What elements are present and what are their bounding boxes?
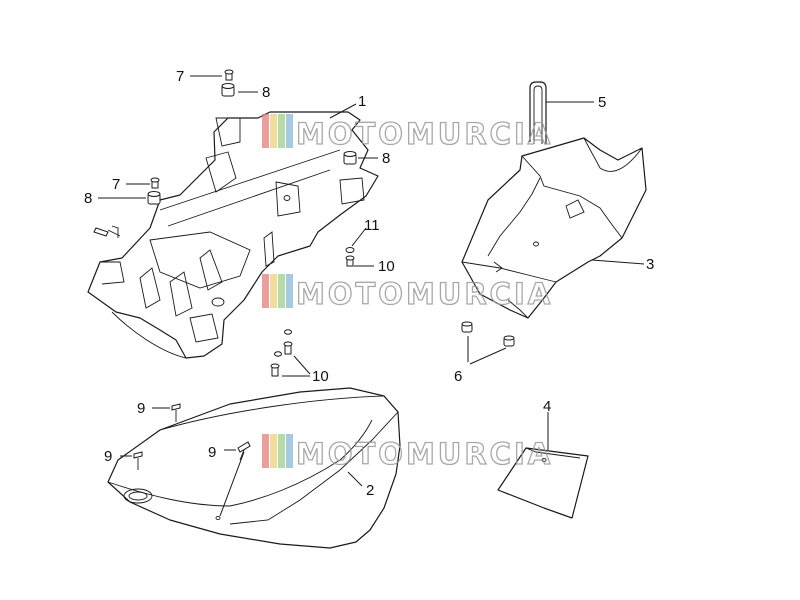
watermark-text: MOTOMURCIA [296, 117, 553, 151]
grommet-8-left[interactable] [147, 191, 161, 205]
screw-9-upper[interactable] [171, 403, 181, 422]
callout-7-upper: 7 [176, 68, 184, 85]
nut-10-bottom[interactable] [274, 351, 282, 357]
grommet-8-right[interactable] [343, 151, 357, 165]
nut-11[interactable] [345, 247, 355, 253]
callout-3: 3 [646, 256, 654, 273]
watermark-top: MOTOMURCIA [262, 114, 553, 152]
rear-tray-part-3[interactable] [461, 137, 647, 319]
screw-10-right[interactable] [345, 255, 355, 267]
hardware-group [93, 69, 515, 470]
watermark-middle: MOTOMURCIA [262, 274, 553, 312]
leader-lines [98, 75, 645, 517]
callout-8-left: 8 [84, 190, 92, 207]
callout-6: 6 [454, 368, 462, 385]
callout-8-right: 8 [382, 150, 390, 167]
nut-10-mid[interactable] [284, 329, 292, 335]
watermark-text: MOTOMURCIA [296, 437, 553, 471]
watermark-logo-stripes [262, 434, 293, 468]
watermark-logo-stripes [262, 114, 293, 148]
callout-10-bottom: 10 [312, 368, 329, 385]
grommet-8-upper[interactable] [221, 83, 235, 97]
screw-7-left[interactable] [150, 177, 160, 189]
callout-7-left: 7 [112, 176, 120, 193]
grommet-6-right[interactable] [503, 335, 515, 347]
watermark-bottom: MOTOMURCIA [262, 434, 553, 472]
callout-9-left: 9 [104, 448, 112, 465]
reflector-part-4[interactable] [497, 447, 589, 519]
side-screw-bracket[interactable] [93, 225, 121, 238]
callout-5: 5 [598, 94, 606, 111]
callout-11: 11 [364, 217, 380, 234]
screw-10-bottom-a[interactable] [283, 341, 293, 355]
callout-10-right: 10 [378, 258, 395, 275]
callout-9-middle: 9 [208, 444, 216, 461]
screw-9-left[interactable] [133, 451, 143, 470]
screw-7-upper[interactable] [224, 69, 234, 81]
callout-labels: 7 8 1 5 8 7 8 11 10 3 10 6 4 9 9 9 2 [84, 68, 654, 499]
clip-part-5[interactable] [529, 81, 547, 144]
callout-1: 1 [358, 93, 366, 110]
screw-9-middle[interactable] [237, 441, 251, 461]
callout-8-upper: 8 [262, 84, 270, 101]
watermark-logo-stripes [262, 274, 293, 308]
callout-2: 2 [366, 482, 374, 499]
callout-9-upper: 9 [137, 400, 145, 417]
undertray-part-1[interactable] [87, 111, 379, 359]
callout-4: 4 [543, 398, 551, 415]
mudguard-part-2[interactable] [107, 387, 401, 549]
screw-10-bottom-b[interactable] [270, 363, 280, 377]
watermark-text: MOTOMURCIA [296, 277, 553, 311]
grommet-6-left[interactable] [461, 321, 473, 333]
